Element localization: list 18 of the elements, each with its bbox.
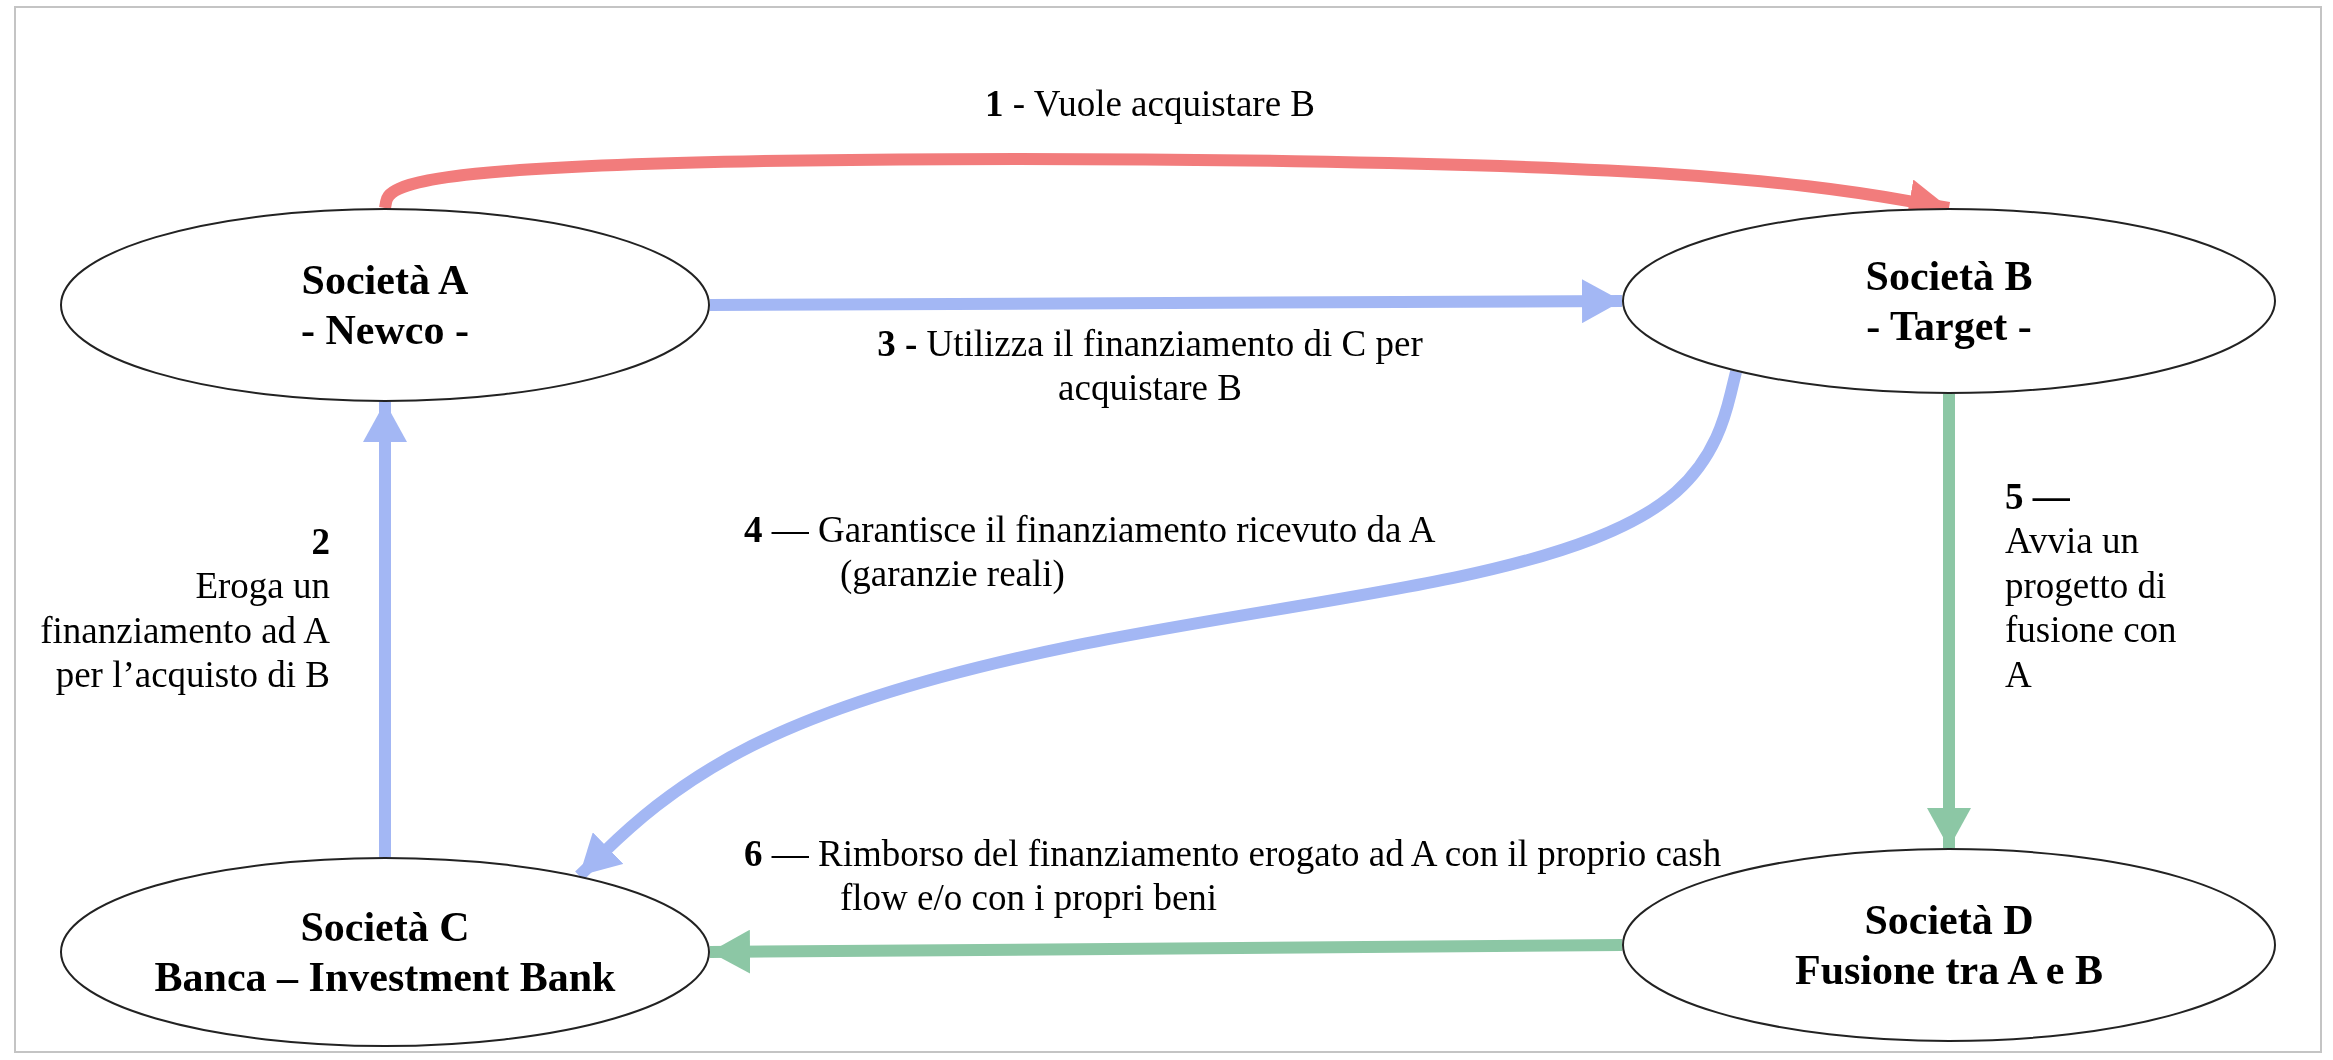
arrow <box>709 279 1623 324</box>
arrow <box>1927 394 1971 848</box>
company-role: - Newco - <box>301 306 469 355</box>
company-name: Società B <box>1865 251 2033 301</box>
company-role: - Target - <box>1866 302 2032 351</box>
edge-label: 4 — Garantisce il finanziamento ricevuto da A (garanzie reali) <box>744 508 1435 597</box>
company-role: Banca – Investment Bank <box>154 953 616 1002</box>
edge-label: 5 — Avvia un progetto di fusione con A <box>2005 475 2178 697</box>
edge-label: 3 - Utilizza il finanziamento di C per acquistare B <box>876 322 1424 411</box>
arrow <box>363 402 407 857</box>
company-name: Società A <box>301 255 469 305</box>
edge-label: 1 - Vuole acquistare B <box>984 82 1316 126</box>
edge-label: 2 Eroga un finanziamento ad A per l’acquisto di B <box>39 520 330 698</box>
company-role: Fusione tra A e B <box>1795 946 2103 995</box>
edge-label: 6 — Rimborso del finanziamento erogato ad A con il proprio cash flow e/o con i propri beni <box>744 832 1723 921</box>
company-name: Società D <box>1864 895 2034 945</box>
company-name: Società C <box>300 902 470 952</box>
arrow <box>709 929 1623 974</box>
